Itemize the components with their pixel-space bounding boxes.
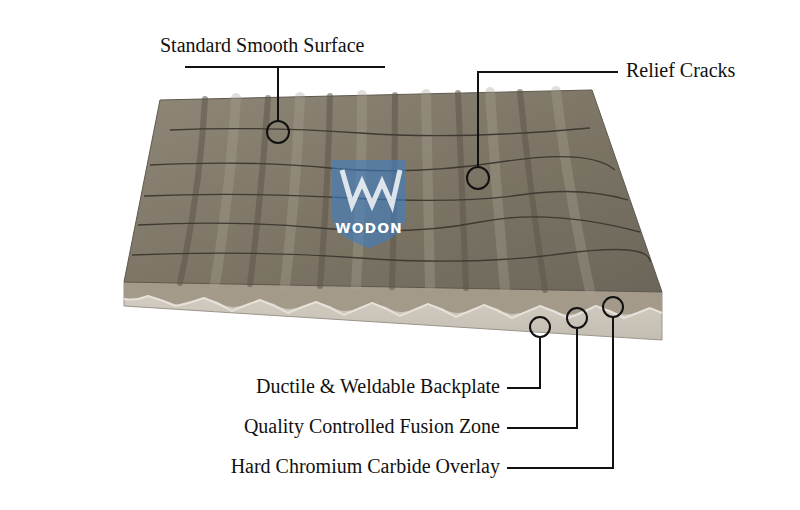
weld-ribs: [180, 91, 590, 291]
part-label: Standard Smooth Surface: [160, 33, 364, 57]
watermark-logo: [342, 170, 400, 205]
relief-cracks: [132, 128, 650, 262]
callout-circles: [267, 121, 623, 337]
watermark-shield: [332, 160, 406, 248]
overlay-top-face: [124, 90, 662, 292]
part-label: Hard Chromium Carbide Overlay: [231, 454, 500, 478]
watermark: WODON: [335, 220, 403, 236]
part-label: Quality Controlled Fusion Zone: [244, 414, 500, 438]
leader-lines: [185, 67, 618, 468]
part-label: Ductile & Weldable Backplate: [256, 374, 500, 398]
part-label: Relief Cracks: [626, 58, 735, 82]
fusion-line: [124, 296, 662, 318]
